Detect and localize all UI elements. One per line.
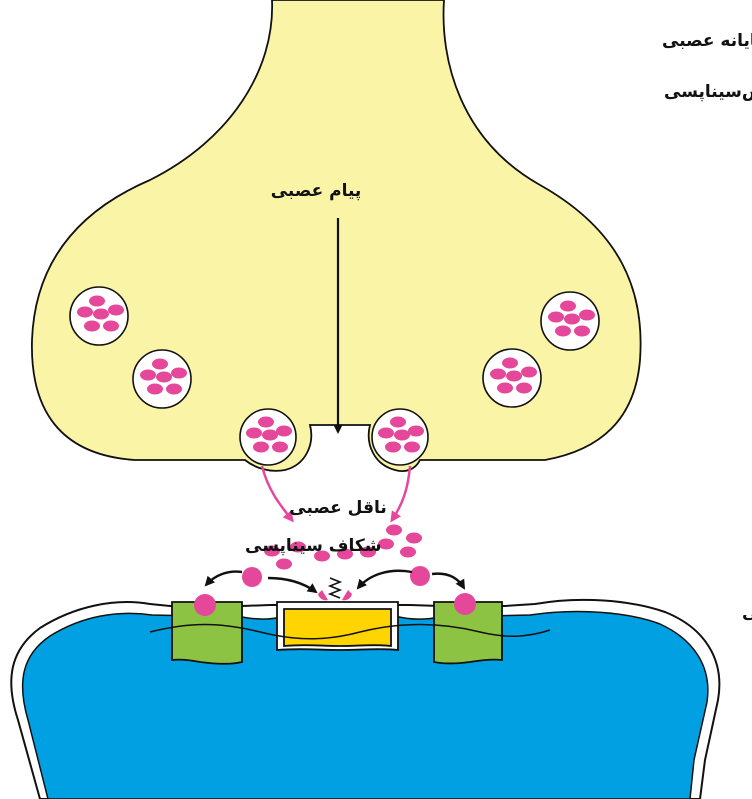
vesicle (70, 287, 128, 345)
release-arrow-left (262, 466, 292, 520)
label-presynaptic-line2: پیش‌سیناپسی (664, 82, 752, 102)
vesicle (133, 350, 191, 408)
release-arrow-right (392, 466, 410, 520)
label-presynaptic-line1: پایانه عصبی (662, 31, 752, 51)
label-synaptic-cleft: شکاف سیناپسی (245, 536, 382, 556)
label-postsynaptic-cell: سلول پس‌سیناپسی (742, 603, 752, 623)
presynaptic-terminal (32, 0, 641, 471)
label-nerve-impulse: پیام عصبی (271, 181, 362, 201)
vesicle (541, 292, 599, 350)
center-receptor-inner (284, 609, 391, 646)
vesicle (483, 349, 541, 407)
fusing-vesicle (372, 409, 428, 465)
label-neurotransmitter: ناقل عصبی (289, 498, 387, 518)
activation-zigzag (330, 578, 340, 598)
fusing-vesicle (240, 409, 296, 465)
